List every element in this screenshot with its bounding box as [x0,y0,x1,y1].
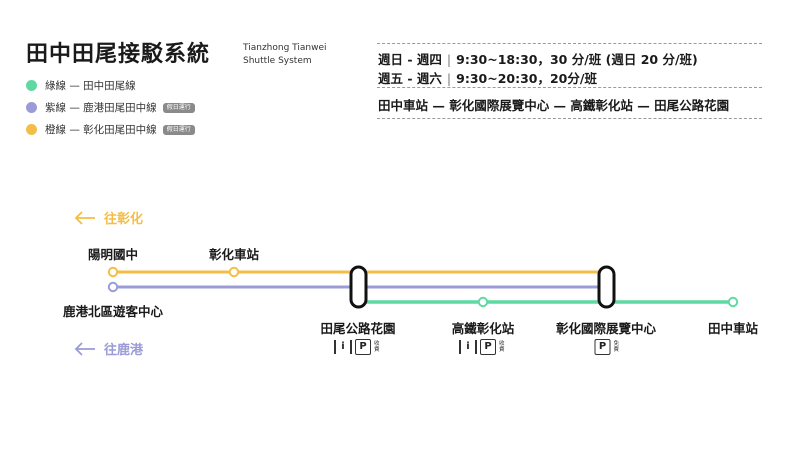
subtitle-line-2: Shuttle System [243,56,312,66]
schedule-top-divider [377,43,762,44]
green-line-dot-icon [26,80,37,91]
direction-to-changhua: 往彰化 [74,208,143,227]
purple-line-dot-icon [26,102,37,113]
station-label-tianwei-garden: 田尾公路花園 [320,321,396,336]
weekday-days: 週日 - 週四 [378,52,442,67]
station-dot-changhua-station [228,266,240,278]
orange-line-dot-icon [26,124,37,135]
info-icon: i [334,340,352,354]
english-subtitle: Tianzhong Tianwei Shuttle System [243,42,327,68]
schedule-bottom-divider [377,118,762,119]
transfer-node-tianwei-garden [349,265,368,309]
parking-fee-free: 免費 [613,341,620,353]
legend-label-green: 綠線 — 田中田尾線 [45,80,136,92]
station-label-changhua-station: 彰化車站 [208,247,260,262]
station-label-expo-center: 彰化國際展覽中心 [555,321,657,336]
legend-label-purple: 紫線 — 鹿港田尾田中線 [45,102,157,114]
direction-to-lukang: 往鹿港 [74,339,143,358]
station-label-lukang-center: 鹿港北區遊客中心 [62,304,164,319]
parking-fee-paid: 收費 [499,341,505,353]
parking-icon: P [355,339,371,355]
legend-item-green: 綠線 — 田中田尾線 [26,78,136,93]
station-dot-tianzhong [727,296,739,308]
facilities-expo-center: P 免費 [594,339,626,355]
parking-icon: P [594,339,611,355]
direction-label-lukang: 往鹿港 [104,343,144,358]
legend-item-purple: 紫線 — 鹿港田尾田中線 假日運行 [26,100,195,115]
direction-label-changhua: 往彰化 [104,212,144,227]
route-summary: 田中車站 — 彰化國際展覽中心 — 高鐵彰化站 — 田尾公路花園 [378,98,730,113]
station-label-tianzhong: 田中車站 [707,321,759,336]
weekend-hours: 9:30~20:30，20分/班 [456,71,597,86]
parking-fee-paid: 收費 [374,341,380,353]
schedule-mid-divider [377,87,762,88]
schedule-weekend: 週五 - 週六|9:30~20:30，20分/班 [378,71,597,86]
facilities-tianwei-garden: i P 收費 [334,339,386,355]
subtitle-line-1: Tianzhong Tianwei [243,43,327,53]
weekend-days: 週五 - 週六 [378,71,442,86]
weekday-hours: 9:30~18:30，30 分/班 (週日 20 分/班) [456,52,698,67]
holiday-only-badge: 假日運行 [162,124,195,135]
holiday-only-badge: 假日運行 [162,102,195,113]
station-dot-yangming [107,266,119,278]
legend-item-orange: 橙線 — 彰化田尾田中線 假日運行 [26,122,195,137]
parking-icon: P [480,339,496,355]
info-icon: i [459,340,477,354]
page-title: 田中田尾接駁系統 [26,42,211,67]
facilities-hsr-changhua: i P 收費 [459,339,511,355]
arrow-left-icon [74,210,95,225]
station-label-hsr-changhua: 高鐵彰化站 [451,321,515,336]
station-dot-lukang-center [107,281,119,293]
legend-label-orange: 橙線 — 彰化田尾田中線 [45,124,157,136]
station-label-yangming: 陽明國中 [87,247,139,262]
schedule-weekday: 週日 - 週四|9:30~18:30，30 分/班 (週日 20 分/班) [378,52,698,67]
arrow-left-icon [74,341,95,356]
station-dot-hsr-changhua [477,296,489,308]
transfer-node-expo-center [597,265,616,309]
